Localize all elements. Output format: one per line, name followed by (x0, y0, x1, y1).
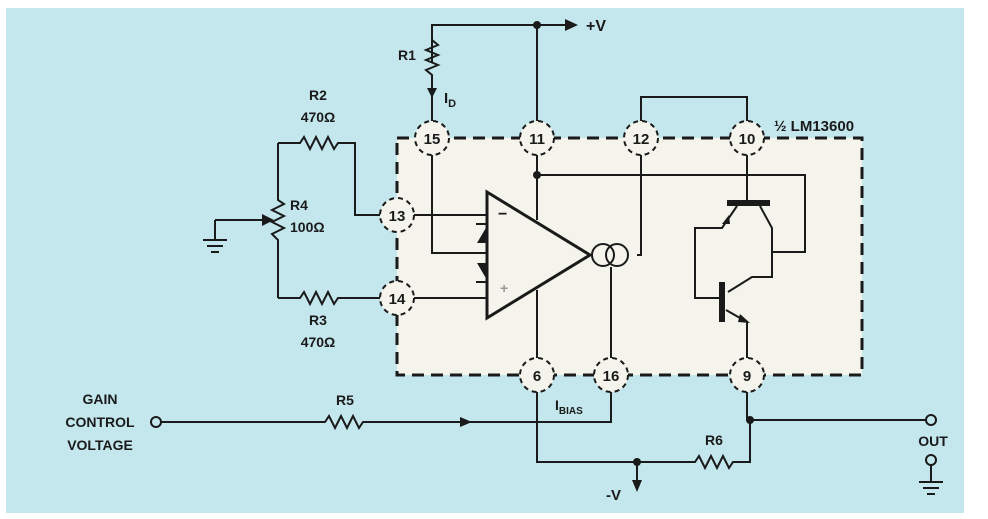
output-ground-icon (919, 465, 943, 495)
ground-icon (203, 220, 227, 253)
resistor-r1: R1 ID (398, 35, 456, 121)
output-terminal: OUT (746, 392, 948, 466)
pin-11: 11 (519, 120, 555, 156)
pin-10: 10 (729, 120, 765, 156)
pin-13: 13 (379, 197, 415, 233)
resistor-r6: R6 -V (536, 392, 751, 504)
pin-16: 16 (593, 357, 629, 393)
r6-label: R6 (705, 432, 723, 448)
r4-value: 100Ω (290, 219, 325, 235)
r3-value: 470Ω (301, 334, 336, 350)
pin-10-label: 10 (739, 131, 756, 148)
pin-9: 9 (729, 357, 765, 393)
ibias-current-label: IBIAS (555, 397, 583, 417)
darlington-transistors (694, 200, 773, 358)
resistor-r2: R2 470Ω (278, 87, 380, 216)
inverting-input-sign: − (498, 206, 507, 223)
gain-label-line1: GAIN (83, 391, 118, 407)
pin-12-label: 12 (633, 131, 650, 148)
r2-label: R2 (309, 87, 327, 103)
pin-6: 6 (519, 357, 555, 393)
internal-wiring (414, 155, 806, 358)
pin12-pin10-link (640, 96, 748, 121)
chip-outline (395, 136, 864, 377)
pin-13-label: 13 (389, 208, 406, 225)
pin-16-label: 16 (603, 368, 620, 385)
negative-supply-label: -V (606, 487, 621, 504)
current-source-icon (591, 243, 629, 267)
chip-label: ½ LM13600 (774, 118, 854, 135)
pin-14-label: 14 (389, 291, 406, 308)
pin-11-label: 11 (529, 131, 545, 148)
id-current-label: ID (444, 90, 456, 110)
resistor-r5: R5 IBIAS (161, 392, 612, 431)
output-label: OUT (918, 433, 948, 449)
pin-14: 14 (379, 280, 415, 316)
op-amp: − + (485, 189, 593, 321)
positive-supply-label: +V (586, 18, 606, 35)
positive-supply: +V (431, 18, 606, 121)
resistor-r3: R3 470Ω (278, 289, 380, 350)
r4-label: R4 (290, 197, 308, 213)
pin-6-label: 6 (533, 368, 541, 385)
r2-value: 470Ω (301, 109, 336, 125)
r3-label: R3 (309, 312, 327, 328)
gain-label-line3: VOLTAGE (67, 437, 133, 453)
pin-9-label: 9 (743, 368, 751, 385)
pin-12: 12 (623, 120, 659, 156)
pin-15-label: 15 (424, 131, 441, 148)
noninverting-input-sign: + (500, 280, 508, 296)
potentiometer-r4: R4 100Ω (215, 143, 325, 298)
pin-15: 15 (414, 120, 450, 156)
gain-control-input: GAIN CONTROL VOLTAGE (65, 391, 162, 453)
r1-label: R1 (398, 47, 416, 63)
gain-label-line2: CONTROL (65, 414, 135, 430)
r5-label: R5 (336, 392, 354, 408)
